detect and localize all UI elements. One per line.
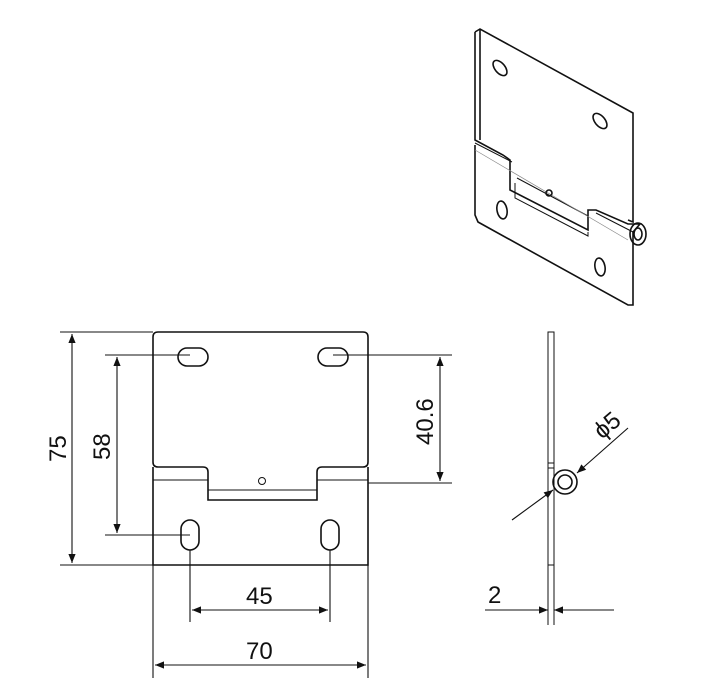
front-view — [152, 331, 369, 566]
dim-hole-horizontal-spacing: 45 — [246, 583, 273, 610]
dim-pin-diameter: ϕ5 — [589, 407, 627, 445]
dim-width-overall: 70 — [246, 638, 273, 665]
dim-thickness: 2 — [488, 582, 501, 609]
dim-hole-vertical-spacing: 58 — [89, 433, 116, 460]
side-view: ϕ5 2 — [485, 331, 629, 625]
front-dimensions: 75 58 40.6 45 70 — [45, 331, 452, 678]
dim-hole-to-pin: 40.6 — [412, 398, 439, 445]
isometric-view — [474, 28, 647, 306]
dim-height-overall: 75 — [45, 435, 72, 462]
